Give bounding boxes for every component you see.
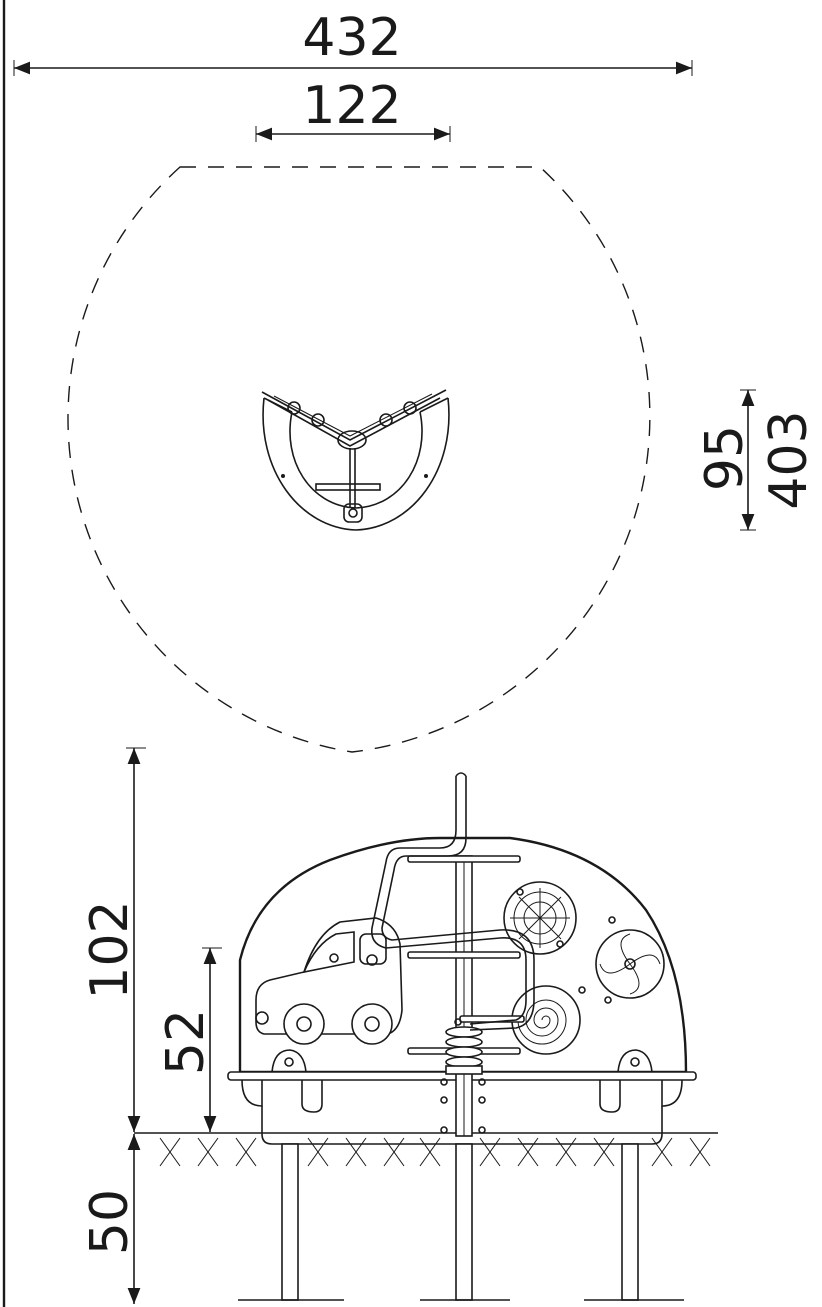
- car-panel: [255, 917, 403, 1045]
- dimension-seat-width: 122: [255, 76, 451, 142]
- spring-post: [407, 855, 525, 1137]
- dimension-label-122: 122: [302, 76, 401, 136]
- pinwheel-disc: [595, 916, 665, 1004]
- dimension-total-height: 102: [80, 747, 146, 1132]
- dimension-label-432: 432: [302, 8, 401, 68]
- dimension-depths: 95 403: [695, 389, 819, 531]
- top-view: 432 122: [13, 8, 819, 753]
- dimension-overall-width: 432: [13, 8, 693, 76]
- handlebar-tube: [370, 772, 535, 1031]
- base-feet: [241, 1079, 683, 1113]
- foundation-posts: [238, 1143, 684, 1301]
- dimension-label-102: 102: [80, 900, 140, 999]
- safety-zone-outline: [67, 166, 651, 753]
- seat-plan: [261, 389, 450, 531]
- dimension-foundation-depth: 50: [80, 1134, 141, 1304]
- dimension-label-403: 403: [759, 410, 819, 509]
- ground-hatching: [159, 1137, 711, 1167]
- dimension-label-52: 52: [156, 1009, 216, 1075]
- textured-disc: [503, 881, 577, 955]
- mounting-brackets: [271, 1049, 653, 1073]
- dimension-seat-height: 52: [156, 947, 222, 1132]
- elevation-view: 102 52 50: [80, 747, 718, 1304]
- dimension-label-50: 50: [80, 1189, 140, 1255]
- dimension-label-95: 95: [695, 425, 755, 491]
